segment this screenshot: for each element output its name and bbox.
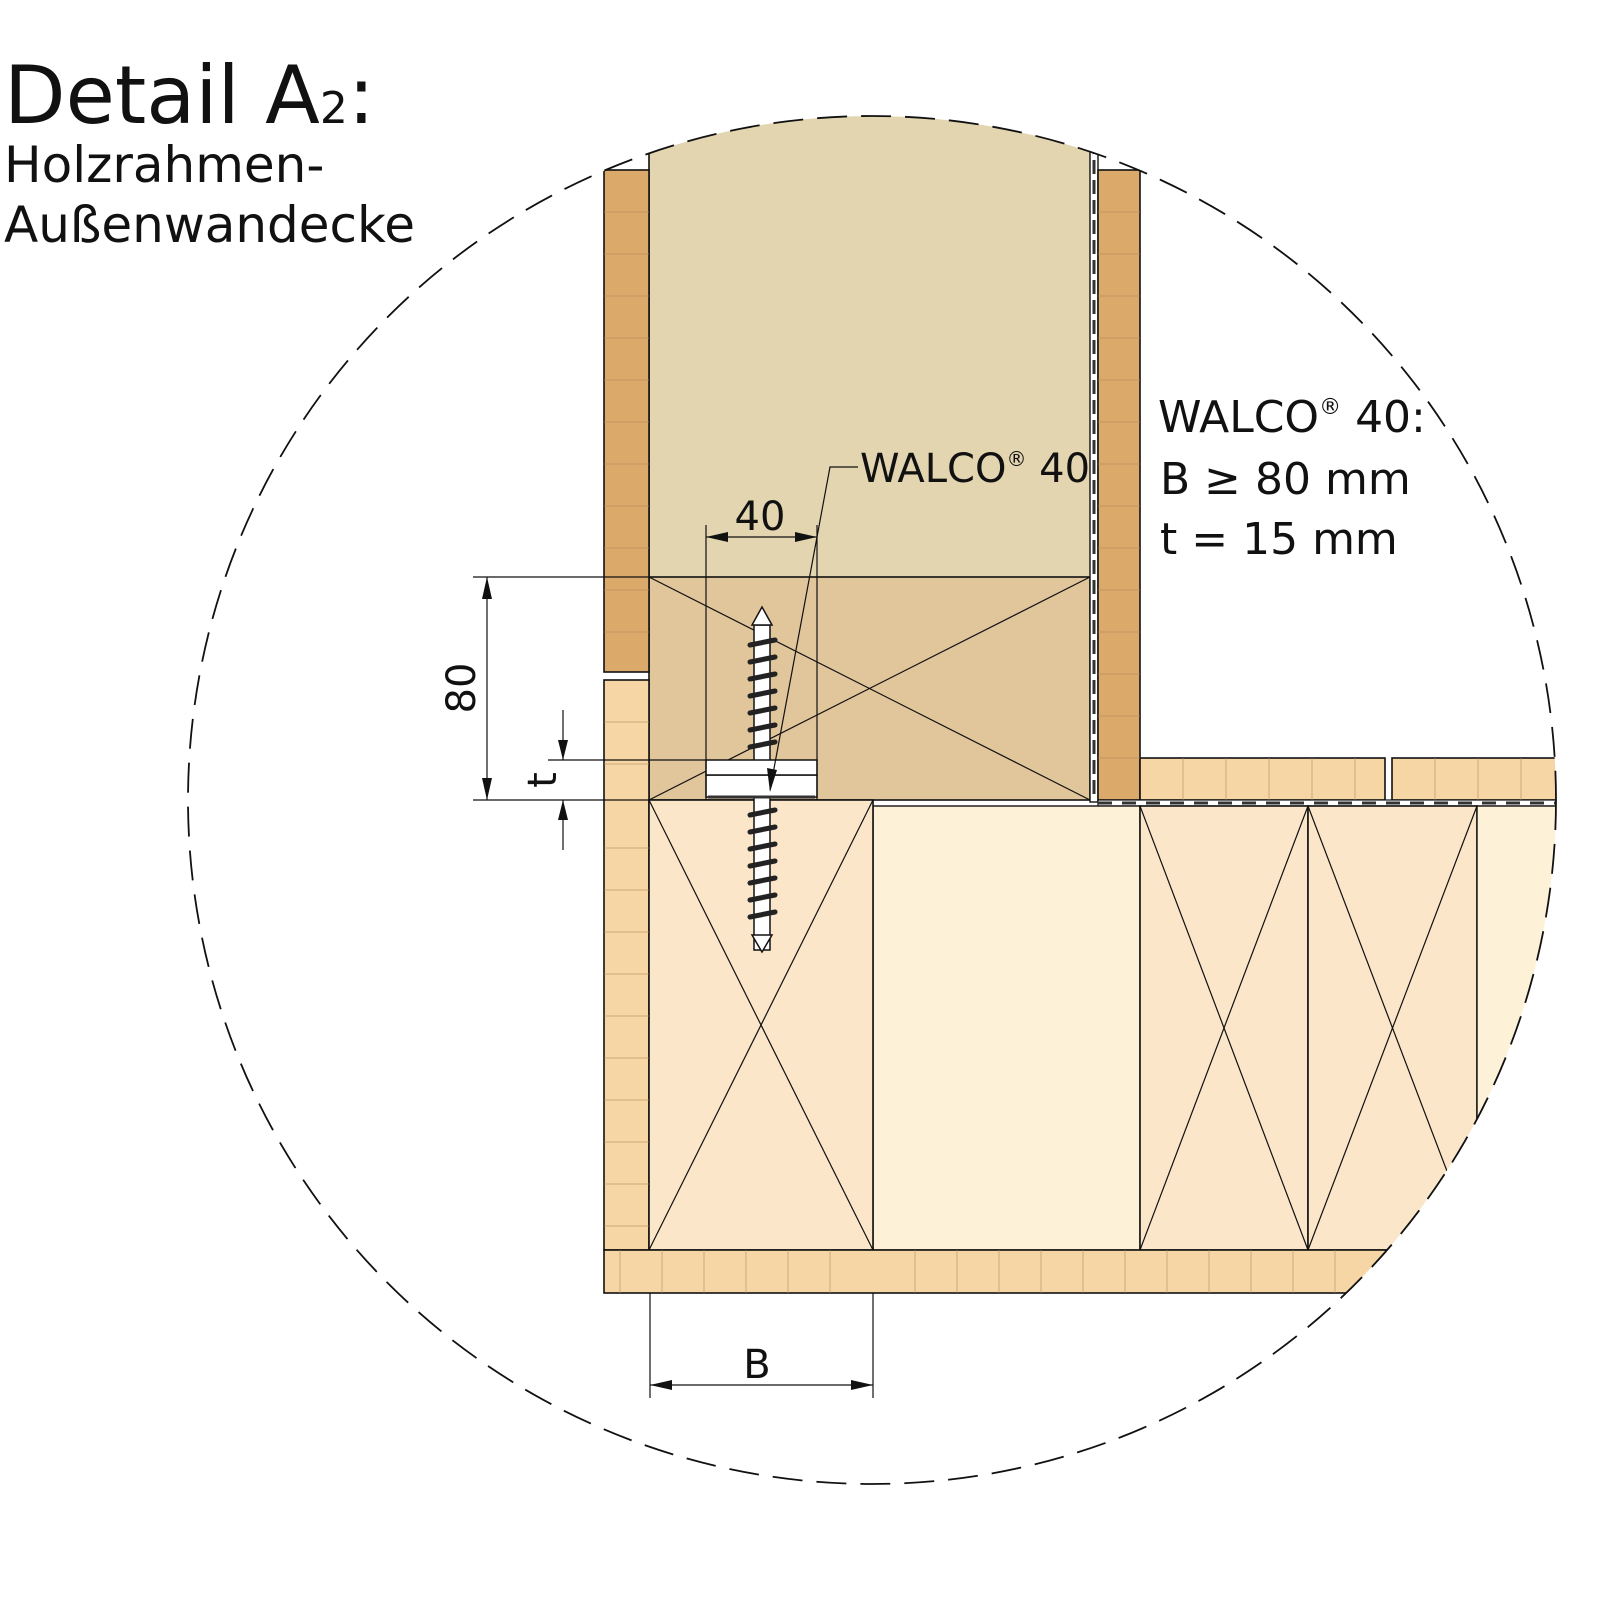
detail-circle	[187, 115, 1557, 1485]
spec-line-3: t = 15 mm	[1160, 514, 1398, 565]
dimension-lines	[473, 466, 874, 1398]
dim-t-label: t	[520, 772, 566, 788]
spec-line-2: B ≥ 80 mm	[1160, 454, 1411, 505]
spec-line-1: WALCO® 40:	[1158, 392, 1426, 443]
page-title: Detail A2:	[4, 49, 375, 142]
bottom-board	[603, 1249, 1556, 1294]
outer-board-lower	[603, 679, 650, 1251]
dim-40-label: 40	[735, 494, 786, 540]
cavity	[872, 805, 1141, 1251]
floor-board-1	[1139, 757, 1386, 801]
dim-b-label: B	[743, 1342, 770, 1388]
dim-80-label: 80	[439, 663, 485, 714]
subtitle-line-2: Außenwandecke	[4, 196, 415, 254]
walco-callout: WALCO® 40	[860, 446, 1090, 492]
subtitle-line-1: Holzrahmen-	[4, 136, 324, 194]
inner-board-right	[1097, 169, 1141, 801]
floor-board-2	[1391, 757, 1556, 801]
cavity-right	[1476, 805, 1556, 1251]
walco-washer	[705, 759, 818, 799]
insulation-upper	[649, 116, 1090, 577]
outer-board-upper	[603, 169, 650, 673]
